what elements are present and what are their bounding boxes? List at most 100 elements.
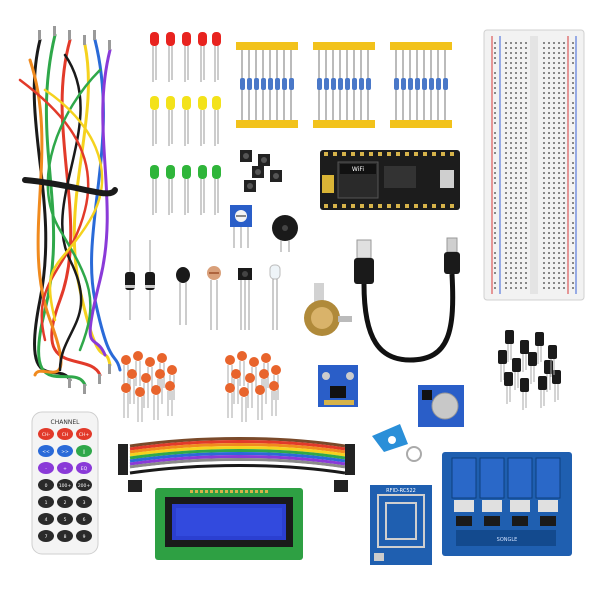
remote-key: 2 — [57, 496, 73, 508]
lcd-display-icon — [155, 488, 303, 560]
electrolytic-capacitor — [528, 352, 537, 384]
electrolytic-capacitor — [538, 376, 547, 408]
ceramic-capacitor — [269, 381, 279, 416]
ceramic-capacitor — [121, 383, 131, 418]
remote-key: 200+ — [76, 479, 92, 491]
remote-key: 100+ — [57, 479, 73, 491]
ceramic-capacitor — [225, 383, 235, 418]
ceramic-capacitor — [127, 369, 137, 404]
jumper-wires-icon — [18, 26, 122, 394]
svg-text:CH+: CH+ — [79, 432, 90, 438]
remote-key: 1 — [38, 496, 54, 508]
svg-text:3: 3 — [83, 500, 86, 506]
ceramic-capacitor — [151, 385, 161, 420]
ceramic-capacitor — [141, 373, 151, 408]
usb-cable-icon — [354, 237, 460, 363]
remote-key: << — [38, 445, 54, 457]
led-icon — [150, 32, 221, 215]
svg-text:>>: >> — [61, 449, 69, 455]
ceramic-capacitor — [165, 381, 175, 416]
rotary-potentiometer-icon — [304, 283, 352, 336]
ceramic-capacitor — [135, 387, 145, 422]
rtc-module-icon — [418, 385, 464, 427]
ceramic-capacitor-icon — [121, 351, 281, 422]
svg-text:+: + — [63, 466, 67, 472]
svg-text:CH: CH — [62, 432, 69, 438]
ceramic-capacitor — [245, 373, 255, 408]
remote-key: || — [76, 445, 92, 457]
remote-key: CH- — [38, 428, 54, 440]
electrolytic-capacitor — [520, 340, 529, 372]
sensor-module-icon — [318, 365, 358, 407]
ceramic-capacitor — [271, 365, 281, 400]
remote-key: CH+ — [76, 428, 92, 440]
remote-key: 8 — [57, 530, 73, 542]
electrolytic-capacitor — [535, 332, 544, 364]
electrolytic-capacitor — [504, 372, 513, 404]
remote-key: + — [57, 462, 73, 474]
remote-key: 3 — [76, 496, 92, 508]
electrolytic-capacitor — [520, 378, 529, 410]
electrolytic-capacitor — [505, 330, 514, 362]
remote-key: 0 — [38, 479, 54, 491]
svg-text:7: 7 — [45, 534, 48, 540]
ir-remote-icon: CHANNEL CH- CH CH+ << >> || - + EQ 0 100+ 200+ 1 2 3 4 5… — [31, 411, 99, 555]
relay-block — [479, 457, 505, 526]
svg-text:2: 2 — [64, 500, 67, 506]
ceramic-capacitor — [255, 385, 265, 420]
tactile-button-icon — [240, 150, 282, 192]
thermistor-icon — [176, 267, 190, 325]
resistor-icon — [236, 42, 452, 128]
remote-key: 5 — [57, 513, 73, 525]
rfid-reader-icon: RFID-RC522 — [370, 485, 432, 565]
remote-key: 7 — [38, 530, 54, 542]
svg-text:8: 8 — [64, 534, 67, 540]
svg-text:5: 5 — [64, 517, 67, 523]
electrolytic-capacitor — [552, 370, 561, 402]
remote-key: EQ — [76, 462, 92, 474]
diode-icon — [125, 240, 155, 320]
ir-led-icon — [269, 264, 281, 330]
relay-module-icon: SONGLE — [442, 452, 572, 556]
svg-text:-: - — [45, 467, 47, 472]
electrolytic-capacitor — [548, 345, 557, 377]
svg-text:1: 1 — [45, 500, 48, 506]
svg-text:6: 6 — [83, 517, 86, 523]
svg-text:<<: << — [42, 449, 50, 455]
remote-key: 6 — [76, 513, 92, 525]
remote-key: - — [38, 462, 54, 474]
svg-text:200+: 200+ — [78, 483, 91, 489]
svg-text:4: 4 — [45, 517, 48, 523]
ribbon-cable-icon — [118, 437, 355, 492]
rfid-keyfob-icon — [372, 424, 422, 462]
svg-text:0: 0 — [45, 483, 48, 489]
ir-receiver-icon — [238, 268, 252, 330]
svg-text:||: || — [82, 449, 85, 455]
potentiometer-icon — [230, 205, 252, 248]
remote-header-label: CHANNEL — [51, 419, 81, 426]
remote-key: >> — [57, 445, 73, 457]
ceramic-capacitor — [231, 369, 241, 404]
electrolytic-capacitor — [512, 358, 521, 390]
nodemcu-board-icon: WiFi — [320, 150, 460, 210]
svg-text:100+: 100+ — [59, 483, 72, 489]
nodemcu-chip-label: WiFi — [352, 166, 364, 173]
ceramic-capacitor — [239, 387, 249, 422]
remote-key: 9 — [76, 530, 92, 542]
relay-brand-label: SONGLE — [497, 537, 518, 543]
svg-text:EQ: EQ — [81, 466, 88, 472]
relay-block — [451, 457, 477, 526]
electrolytic-capacitor-icon — [498, 330, 561, 410]
relay-block — [535, 457, 561, 526]
remote-key: CH — [57, 428, 73, 440]
rfid-chip-label: RFID-RC522 — [386, 488, 416, 494]
ldr-icon — [207, 266, 221, 330]
svg-text:9: 9 — [83, 534, 86, 540]
remote-key: 4 — [38, 513, 54, 525]
svg-text:CH-: CH- — [42, 432, 51, 438]
relay-block — [507, 457, 533, 526]
buzzer-icon — [272, 215, 298, 252]
breadboard-icon — [483, 29, 585, 301]
